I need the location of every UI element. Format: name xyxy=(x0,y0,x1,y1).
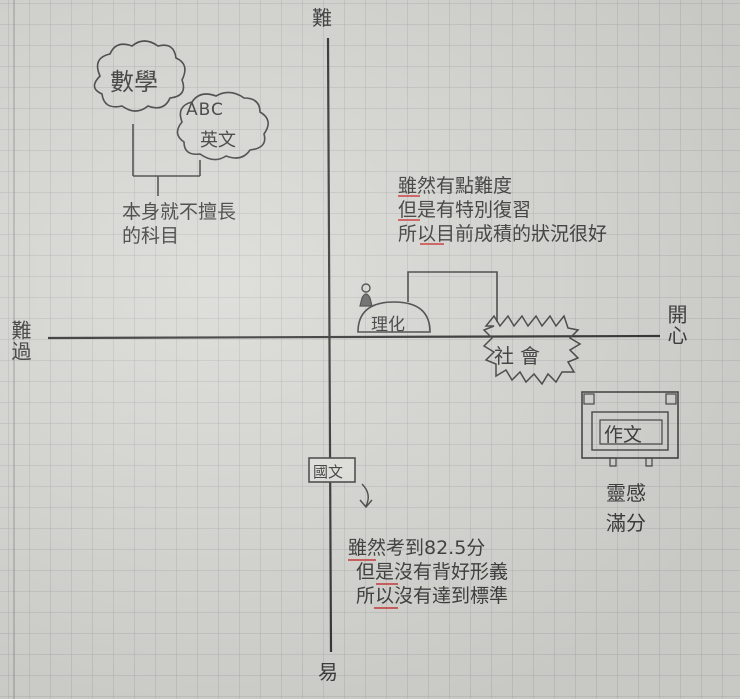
axis-left-text: 難過 xyxy=(8,320,32,362)
math-cloud xyxy=(93,40,186,112)
social-label: 社會 xyxy=(494,344,546,368)
physics-chemistry-note: 雖然有點難度 但是有特別復習 所以目前成積的狀況很好 xyxy=(398,174,607,246)
composition-frame xyxy=(581,391,679,459)
axis-top-label: 難 xyxy=(312,6,332,30)
note-line: 雖然有點難度 xyxy=(398,175,513,197)
composition-note: 靈感滿分 xyxy=(606,481,646,535)
math-label: 數學 xyxy=(110,68,158,96)
note-line: 但是有特別復習 xyxy=(398,199,532,221)
chinese-box xyxy=(308,457,356,483)
axis-right-text: 開心 xyxy=(664,304,688,346)
english-top-label: ABC xyxy=(186,100,224,120)
note-line: 雖然考到82.5分 xyxy=(348,537,486,559)
axis-right-label: 開心 xyxy=(662,304,691,351)
physics-chemistry-label: 理化 xyxy=(371,315,405,335)
math-english-note: 本身就不擅長 的科目 xyxy=(122,200,236,248)
vertical-axis xyxy=(326,37,333,653)
axis-left-label: 難過 xyxy=(6,320,38,367)
chinese-note: 雖然考到82.5分 但是沒有背好形義 所以沒有達到標準 xyxy=(348,536,508,608)
english-label: 英文 xyxy=(200,130,236,151)
note-line: 的科目 xyxy=(122,225,180,247)
chinese-label: 國文 xyxy=(313,463,344,481)
note-line: 所以目前成積的狀況很好 xyxy=(398,223,608,245)
note-line: 本身就不擅長 xyxy=(122,201,237,223)
physics-chemistry-dome xyxy=(357,301,431,333)
note-line: 但是沒有背好形義 xyxy=(356,561,509,583)
horizontal-axis xyxy=(47,334,661,340)
axis-bottom-label: 易 xyxy=(318,660,338,684)
english-cloud xyxy=(176,91,269,161)
composition-label: 作文 xyxy=(604,424,643,446)
note-line: 所以沒有達到標準 xyxy=(356,585,509,607)
social-burst xyxy=(482,314,582,386)
